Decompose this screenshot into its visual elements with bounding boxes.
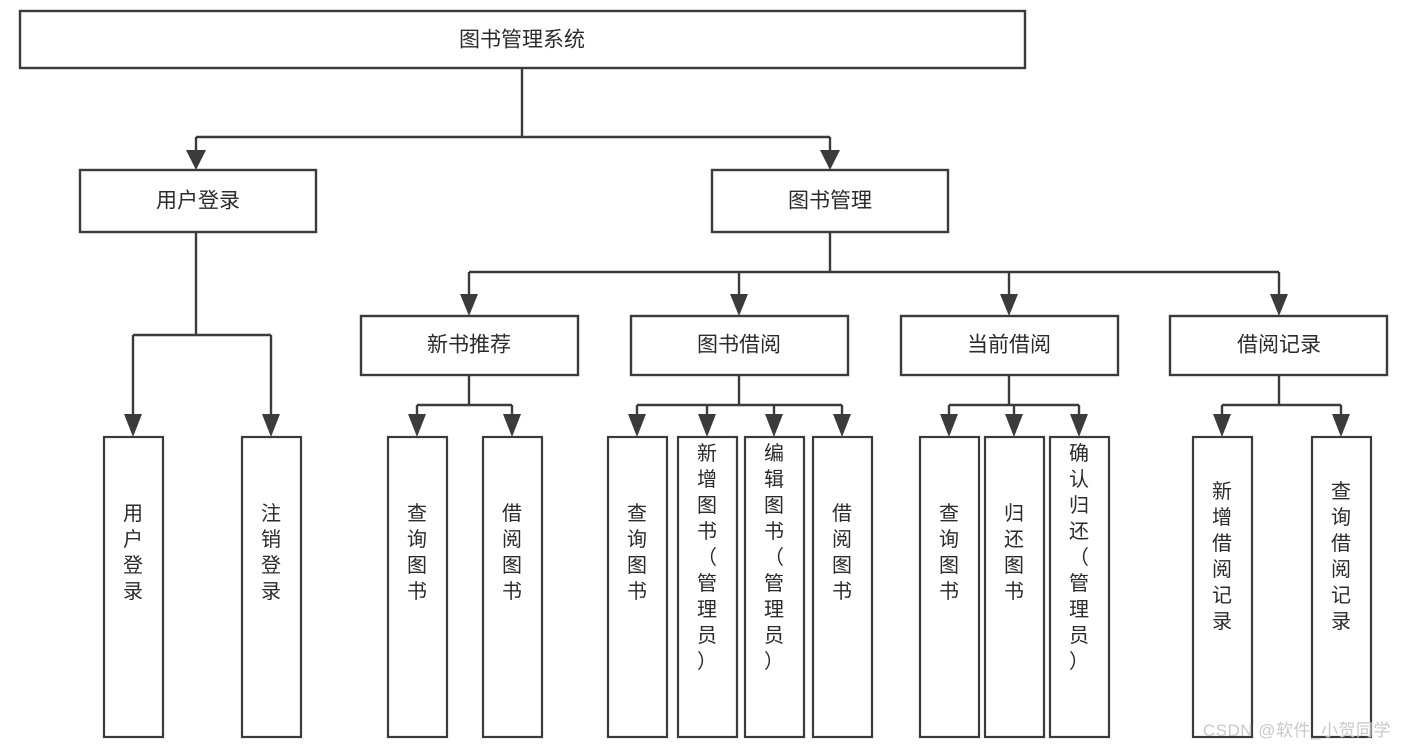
node-leaf-query-book-1[interactable]: 查询图书 (386, 435, 449, 739)
node-leaf-add-book[interactable]: 新增图书（管理员） (676, 435, 739, 739)
node-leaf-logout-login[interactable]: 注销登录 (240, 435, 303, 739)
arrowhead-leaf-borrow-book-1 (503, 414, 521, 437)
node-user-login-label: 用户登录 (156, 190, 240, 213)
node-book-borrow-box[interactable] (629, 314, 850, 377)
node-current-borrow-box[interactable] (899, 314, 1120, 377)
node-leaf-query-record-box[interactable] (1310, 435, 1373, 739)
arrowhead-leaf-add-record (1213, 414, 1231, 437)
node-leaf-return-book-box[interactable] (983, 435, 1046, 739)
node-leaf-confirm-return-box[interactable] (1048, 435, 1111, 739)
node-leaf-confirm-return[interactable]: 确认归还（管理员） (1048, 435, 1111, 739)
node-leaf-borrow-book-2[interactable]: 借阅图书 (811, 435, 874, 739)
node-leaf-add-book-label: 新增图书（管理员） (697, 442, 717, 673)
node-leaf-borrow-book-1[interactable]: 借阅图书 (481, 435, 544, 739)
arrowhead-current-borrow (1000, 294, 1018, 316)
node-leaf-query-book-1-label: 查询图书 (407, 502, 427, 603)
node-book-borrow[interactable]: 图书借阅 (629, 314, 850, 377)
node-leaf-query-book-2[interactable]: 查询图书 (606, 435, 669, 739)
node-leaf-borrow-book-1-box[interactable] (481, 435, 544, 739)
arrowhead-leaf-return-book (1005, 414, 1023, 437)
node-leaf-confirm-return-label: 确认归还（管理员） (1069, 442, 1089, 673)
node-current-borrow[interactable]: 当前借阅 (899, 314, 1120, 377)
arrowhead-borrow-record (1270, 294, 1288, 316)
node-leaf-user-login[interactable]: 用户登录 (102, 435, 165, 739)
node-leaf-edit-book[interactable]: 编辑图书（管理员） (743, 435, 806, 739)
node-leaf-query-book-2-label: 查询图书 (627, 502, 647, 603)
node-leaf-add-record-box[interactable] (1191, 435, 1254, 739)
arrowhead-leaf-borrow-book-2 (833, 414, 851, 437)
node-leaf-borrow-book-1-label: 借阅图书 (502, 502, 522, 603)
node-user-login-box[interactable] (78, 168, 318, 234)
node-new-book-recommend-box[interactable] (359, 314, 580, 377)
arrowhead-leaf-query-book-1 (408, 414, 426, 437)
node-leaf-query-book-3-label: 查询图书 (939, 502, 959, 603)
arrowhead-leaf-logout-login (262, 414, 280, 437)
arrowhead-book-management (820, 150, 840, 170)
watermark-text: CSDN @软件_小贺同学 (1202, 721, 1391, 740)
node-leaf-add-book-box[interactable] (676, 435, 739, 739)
node-borrow-record[interactable]: 借阅记录 (1168, 314, 1389, 377)
node-book-management[interactable]: 图书管理 (710, 168, 950, 234)
node-leaf-user-login-box[interactable] (102, 435, 165, 739)
arrowhead-leaf-query-book-3 (940, 414, 958, 437)
node-borrow-record-label: 借阅记录 (1237, 334, 1321, 357)
arrowhead-leaf-confirm-return (1070, 414, 1088, 437)
node-leaf-return-book-label: 归还图书 (1004, 502, 1024, 603)
node-new-book-recommend-label: 新书推荐 (427, 334, 511, 357)
node-leaf-borrow-book-2-label: 借阅图书 (832, 502, 852, 603)
node-leaf-query-record[interactable]: 查询借阅记录 (1310, 435, 1373, 739)
arrowhead-leaf-add-book (698, 414, 716, 437)
arrowhead-new-book-recommend (460, 294, 478, 316)
node-leaf-borrow-book-2-box[interactable] (811, 435, 874, 739)
node-user-login[interactable]: 用户登录 (78, 168, 318, 234)
node-leaf-edit-book-box[interactable] (743, 435, 806, 739)
node-current-borrow-label: 当前借阅 (967, 334, 1051, 357)
arrowhead-leaf-query-book-2 (628, 414, 646, 437)
arrowhead-book-borrow (730, 294, 748, 316)
node-leaf-query-record-label: 查询借阅记录 (1331, 480, 1351, 633)
node-root-box[interactable] (18, 9, 1027, 70)
node-leaf-user-login-label: 用户登录 (123, 503, 143, 603)
node-leaf-logout-login-box[interactable] (240, 435, 303, 739)
node-new-book-recommend[interactable]: 新书推荐 (359, 314, 580, 377)
node-leaf-query-book-2-box[interactable] (606, 435, 669, 739)
arrowhead-leaf-edit-book (765, 414, 783, 437)
arrowhead-leaf-user-login (124, 414, 142, 437)
arrowhead-user-login (186, 150, 206, 170)
arrowhead-leaf-query-record (1332, 414, 1350, 437)
node-leaf-return-book[interactable]: 归还图书 (983, 435, 1046, 739)
node-leaf-add-record[interactable]: 新增借阅记录 (1191, 435, 1254, 739)
node-leaf-query-book-3[interactable]: 查询图书 (918, 435, 981, 739)
node-leaf-add-record-label: 新增借阅记录 (1212, 480, 1232, 633)
node-leaf-query-book-1-box[interactable] (386, 435, 449, 739)
node-borrow-record-box[interactable] (1168, 314, 1389, 377)
node-book-management-box[interactable] (710, 168, 950, 234)
connector-layer (124, 68, 1350, 437)
node-root[interactable]: 图书管理系统 (18, 9, 1027, 70)
node-book-management-label: 图书管理 (788, 190, 872, 213)
node-book-borrow-label: 图书借阅 (697, 334, 781, 357)
node-root-label: 图书管理系统 (459, 29, 585, 52)
node-leaf-edit-book-label: 编辑图书（管理员） (764, 442, 784, 673)
node-leaf-query-book-3-box[interactable] (918, 435, 981, 739)
node-leaf-logout-login-label: 注销登录 (261, 502, 281, 603)
